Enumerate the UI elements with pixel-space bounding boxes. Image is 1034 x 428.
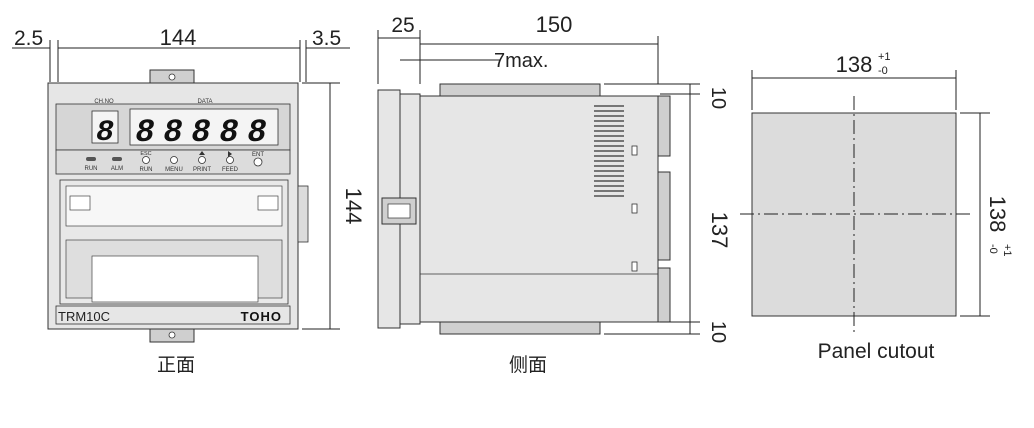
label-run-led: RUN (85, 166, 98, 172)
caption-front-view: 正面 (157, 354, 195, 376)
nameplate (55, 305, 291, 325)
caption-side-view: 侧面 (509, 354, 547, 376)
dim-cutout-width: 138 (836, 52, 873, 77)
label-alm-led: ALM (111, 166, 123, 172)
dim-front-right-offset: 3.5 (312, 27, 341, 50)
channel-display (91, 110, 119, 144)
bottom-bracket (439, 321, 601, 335)
model-name: TRM10C (58, 309, 110, 324)
label-print: PRINT (193, 167, 211, 173)
print-key (198, 156, 206, 164)
label-menu: MENU (165, 167, 183, 173)
front-view: 2.5 144 3.5 CH.NO DATA 8 8 8 8 8 8 RUN A… (12, 25, 366, 376)
up-arrow-icon (199, 151, 205, 155)
alarm-led (112, 157, 122, 161)
side-latch (297, 185, 309, 243)
caption-panel-cutout: Panel cutout (818, 340, 935, 363)
label-feed: FEED (222, 167, 239, 173)
brand-logo: TOHO (241, 309, 282, 324)
dim-front-width: 144 (160, 25, 197, 50)
channel-digit: 8 (96, 116, 114, 150)
dim-bezel-depth: 25 (391, 14, 414, 37)
data-digit: 8 (135, 114, 154, 151)
data-digit: 8 (191, 114, 210, 151)
run-led (86, 157, 96, 161)
menu-key (170, 156, 178, 164)
esc-run-key (142, 156, 150, 164)
side-body (419, 95, 659, 323)
cutout-height-tol-upper: +1 (1001, 244, 1013, 257)
dim-front-left-offset: 2.5 (14, 27, 43, 50)
data-digit: 8 (163, 114, 182, 151)
paper-outlet (91, 255, 259, 303)
dim-bottom-gap: 10 (707, 321, 729, 343)
top-bracket (439, 83, 601, 97)
data-digit: 8 (219, 114, 238, 151)
side-view: 25 150 7max. (377, 12, 732, 376)
enter-key (253, 157, 263, 167)
dim-clearance: 7max. (494, 50, 548, 72)
cutout-width-tol-upper: +1 (878, 51, 891, 63)
label-run-key: RUN (140, 167, 153, 173)
label-esc: ESC (140, 151, 151, 157)
label-ch-no: CH.NO (94, 99, 114, 105)
dim-front-height: 144 (341, 188, 366, 225)
label-data: DATA (197, 99, 212, 105)
data-digit: 8 (247, 114, 266, 151)
dim-body-length: 150 (536, 12, 573, 37)
right-arrow-icon (228, 151, 232, 157)
dim-side-height: 137 (707, 212, 732, 249)
label-ent: ENT (252, 152, 264, 158)
panel-cutout: 138 +1 -0 138 +1 -0 Panel cutout (740, 51, 1013, 363)
rear-terminal-top (657, 95, 671, 157)
vent-slots (594, 105, 624, 197)
data-display: 8 8 8 8 8 (129, 108, 279, 151)
cutout-height-tol-lower: -0 (987, 244, 999, 254)
paper-roll (65, 185, 283, 227)
cutout-width-tol-lower: -0 (878, 65, 888, 77)
feed-key (226, 156, 234, 164)
dim-top-gap: 10 (707, 87, 729, 109)
rear-terminal-bottom (657, 267, 671, 323)
dim-cutout-height: 138 (985, 196, 1010, 233)
rear-terminal-mid (657, 171, 671, 261)
